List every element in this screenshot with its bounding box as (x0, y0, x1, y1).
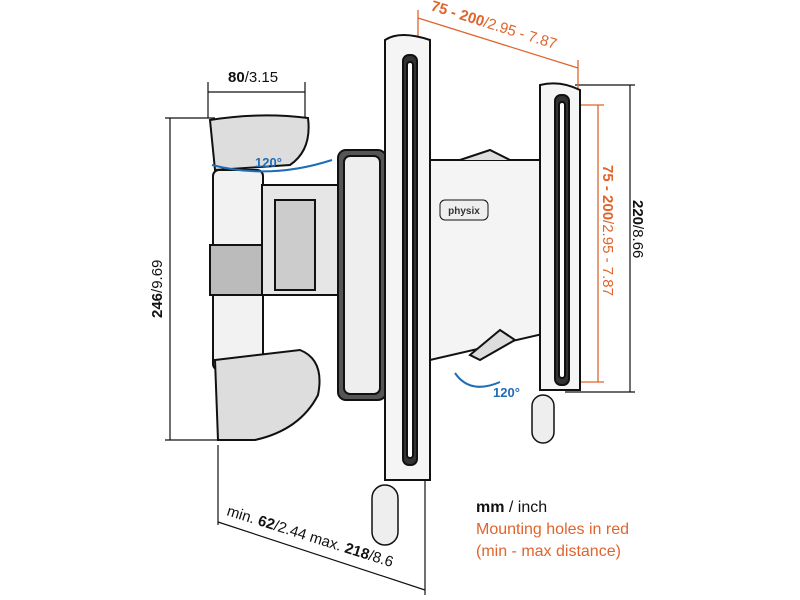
tv-plate (429, 82, 581, 391)
physix-logo: physix (439, 199, 489, 221)
legend: mm / inch Mounting holes in red (min - m… (476, 497, 629, 563)
wall-rail (384, 34, 431, 481)
dimension-holes-vertical: 75 - 200/2.95 - 7.87 (599, 165, 616, 296)
dimension-top-width: 80/3.15 (228, 69, 278, 86)
legend-units: mm / inch (476, 499, 548, 516)
dimension-depth: min. 62/2.44 max. 218/8.6 (225, 503, 396, 571)
wall-bracket (208, 114, 343, 441)
svg-text:physix: physix (448, 206, 480, 217)
dimension-holes-horizontal: 75 - 200/2.95 - 7.87 (429, 0, 559, 53)
dimension-lines (165, 82, 635, 595)
key-tags (371, 394, 555, 546)
rotation-label-lower: 120° (493, 385, 520, 400)
rotation-label-upper: 120° (255, 155, 282, 170)
dimension-wall-height: 246/9.69 (149, 260, 166, 318)
legend-distance-note: (min - max distance) (476, 543, 621, 560)
rotation-arrows (211, 159, 501, 388)
dimension-plate-height: 220/8.66 (629, 200, 646, 258)
arm (337, 149, 387, 401)
legend-mounting-holes: Mounting holes in red (476, 521, 629, 538)
